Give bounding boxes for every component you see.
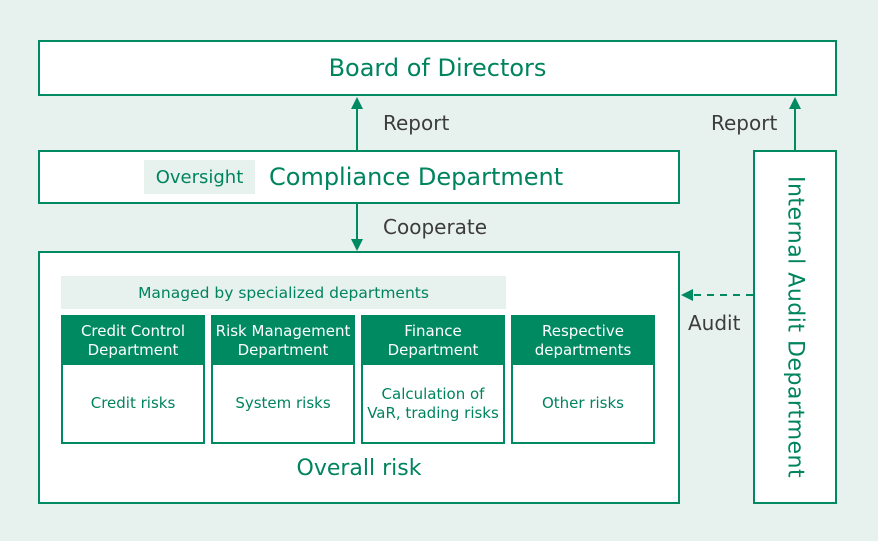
oversight-badge: Oversight [144,160,255,194]
department-name: Credit Control Department [63,317,203,365]
department-card: Finance Department Calculation of VaR, t… [361,315,505,444]
audit-label: Audit [688,311,741,335]
board-of-directors-box: Board of Directors [38,40,837,96]
internal-audit-title: Internal Audit Department [782,175,808,479]
overall-risk-box: Managed by specialized departments Credi… [38,251,680,504]
cooperate-arrowhead [351,239,363,251]
department-card: Respective departments Other risks [511,315,655,444]
department-risk: Credit risks [90,394,176,412]
overall-risk-label: Overall risk [296,456,422,481]
report-label-left: Report [383,111,450,135]
report-arrowhead-left [351,97,363,109]
report-arrowhead-right [789,97,801,109]
internal-audit-department-box: Internal Audit Department [753,150,837,504]
report-label-right: Report [711,111,778,135]
department-name: Risk Management Department [213,317,353,365]
compliance-title: Compliance Department [269,163,564,191]
board-title: Board of Directors [328,54,547,82]
department-name: Finance Department [363,317,503,365]
managed-banner: Managed by specialized departments [61,276,506,309]
audit-arrowhead [681,289,693,301]
department-risk: System risks [235,394,331,412]
department-risk: Calculation of VaR, trading risks [367,384,499,422]
department-card: Credit Control Department Credit risks [61,315,205,444]
department-card: Risk Management Department System risks [211,315,355,444]
compliance-department-box: Oversight Compliance Department [38,150,680,204]
cooperate-label: Cooperate [383,215,488,239]
department-risk: Other risks [541,394,624,412]
department-name: Respective departments [513,317,653,365]
